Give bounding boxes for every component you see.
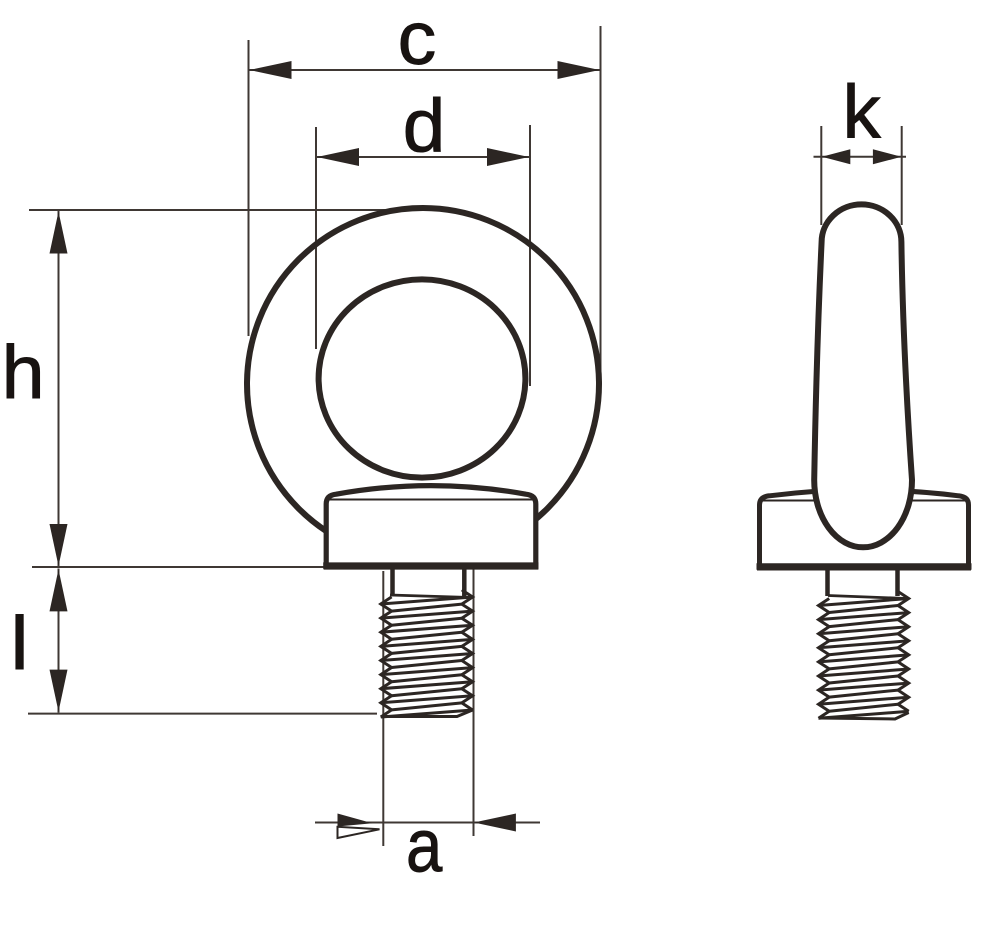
svg-text:a: a [406, 803, 443, 887]
svg-text:l: l [10, 601, 28, 685]
svg-text:k: k [842, 70, 880, 154]
svg-text:d: d [403, 84, 446, 168]
svg-text:h: h [2, 331, 45, 415]
svg-text:c: c [398, 0, 437, 81]
